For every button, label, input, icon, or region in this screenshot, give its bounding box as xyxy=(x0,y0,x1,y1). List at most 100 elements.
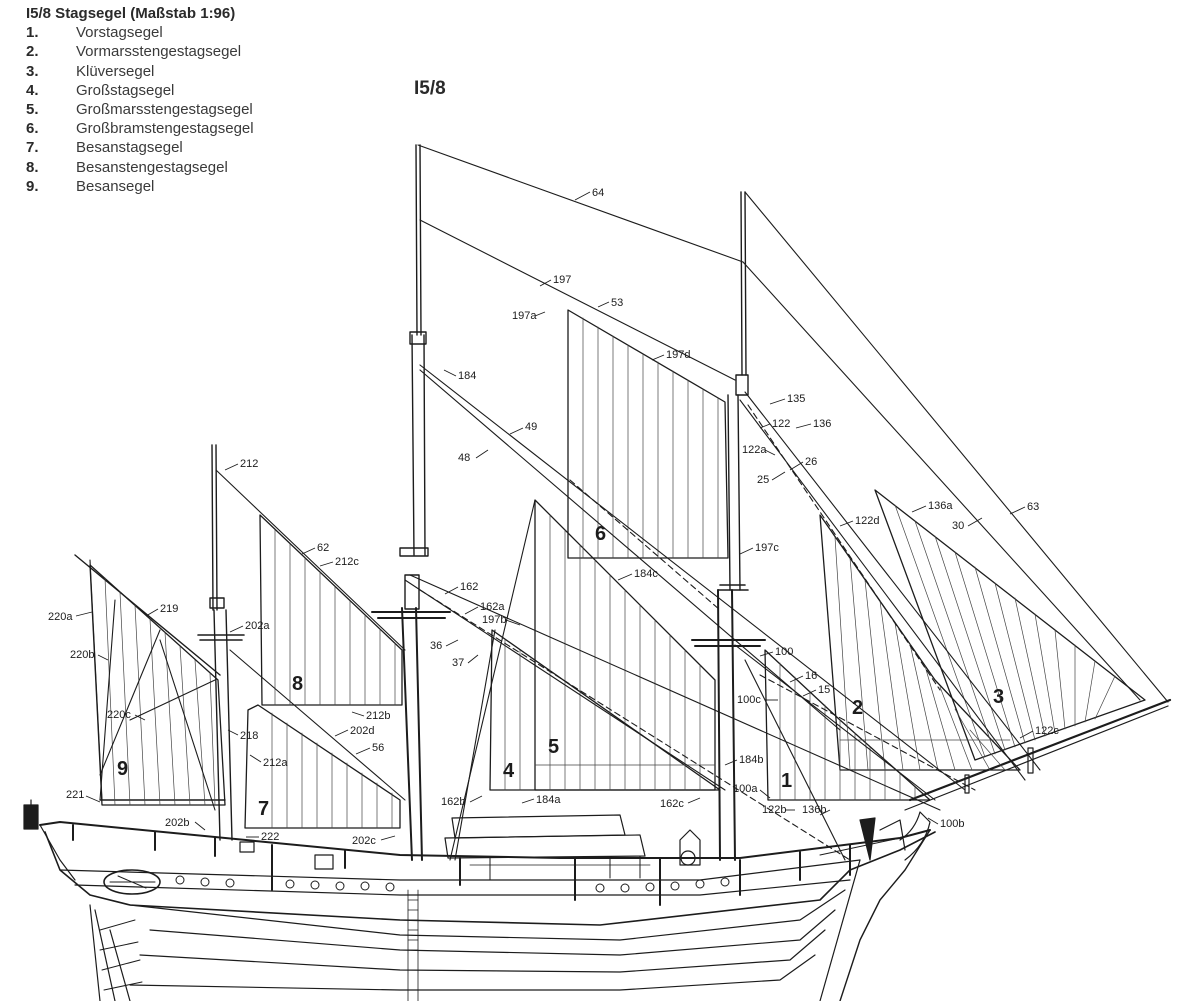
legend-item-name: Besanstengestagsegel xyxy=(76,158,228,176)
callout-label: 162 xyxy=(460,581,478,593)
callout-label: 122 xyxy=(772,418,790,430)
sail-number-2: 2 xyxy=(852,697,863,719)
callout-label: 202d xyxy=(350,725,374,737)
callout-label: 100 xyxy=(775,646,793,658)
callout-label: 220a xyxy=(48,611,73,623)
callout-label: 48 xyxy=(458,452,470,464)
sail-seams xyxy=(104,317,1116,829)
callout-label: 197a xyxy=(512,310,537,322)
callout-label: 202a xyxy=(245,620,270,632)
callout-label: 212 xyxy=(240,458,258,470)
callout-label: 26 xyxy=(805,456,817,468)
callout-label: 162a xyxy=(480,601,505,613)
callout-label: 63 xyxy=(1027,501,1039,513)
sail-number-9: 9 xyxy=(117,758,128,780)
callout-label: 202b xyxy=(165,817,189,829)
callout-label: 135 xyxy=(787,393,805,405)
callout-label: 184b xyxy=(739,754,763,766)
callout-label: 222 xyxy=(261,831,279,843)
rigging xyxy=(89,144,1169,861)
sail-3 xyxy=(874,489,1146,761)
sail-2 xyxy=(819,514,1021,771)
legend-item-number: 7. xyxy=(26,139,39,157)
legend-item: 2. Vormarsstengestagsegel xyxy=(26,42,254,61)
legend-item-number: 1. xyxy=(26,24,39,42)
callout-label: 218 xyxy=(240,730,258,742)
callout-label: 122d xyxy=(855,515,879,527)
masts xyxy=(74,144,1172,861)
legend-item-number: 6. xyxy=(26,120,39,138)
legend-item-name: Vormarsstengestagsegel xyxy=(76,43,242,61)
sail-number-3: 3 xyxy=(993,686,1004,708)
callout-label: 64 xyxy=(592,187,604,199)
legend-item: 3. Klüversegel xyxy=(26,62,254,81)
callout-label: 221 xyxy=(66,789,84,801)
legend-item: 7. Besanstagsegel xyxy=(26,138,254,157)
callout-label: 16 xyxy=(805,670,817,682)
callout-label: 122b xyxy=(762,804,786,816)
callout-label: 37 xyxy=(452,657,464,669)
callout-label: 100c xyxy=(737,694,761,706)
callout-label: 36 xyxy=(430,640,442,652)
legend-item: 8.Besanstengestagsegel xyxy=(26,158,254,177)
sail-number-1: 1 xyxy=(781,770,792,792)
legend-item: 1. Vorstagsegel xyxy=(26,23,254,42)
callout-label: 220b xyxy=(70,649,94,661)
callout-label: 53 xyxy=(611,297,623,309)
deck-boat xyxy=(444,814,651,881)
legend-item-number: 5. xyxy=(26,101,39,119)
callout-label: 100a xyxy=(733,783,758,795)
sail-8 xyxy=(259,514,403,706)
legend-item-name: Klüversegel xyxy=(76,62,155,80)
callout-label: 197b xyxy=(482,614,506,626)
sail-numbers: 1 2 3 4 5 6 7 8 9 xyxy=(117,523,1004,820)
legend-item-number: 9. xyxy=(26,177,39,195)
deck-details xyxy=(239,747,1034,870)
callout-label: 212b xyxy=(366,710,390,722)
callout-label: 202c xyxy=(352,835,376,847)
plate-id: I5/8 xyxy=(414,78,446,99)
sail-1 xyxy=(764,649,931,801)
callout-labels: 64 197 197a 53 197d 184 49 48 135 136 12… xyxy=(48,187,1059,847)
callout-label: 219 xyxy=(160,603,178,615)
callout-label: 184a xyxy=(536,794,561,806)
callout-label: 15 xyxy=(818,684,830,696)
callout-label: 162b xyxy=(441,796,465,808)
callout-label: 197 xyxy=(553,274,571,286)
callout-label: 212a xyxy=(263,757,288,769)
callout-label: 100b xyxy=(940,818,964,830)
callout-label: 197d xyxy=(666,349,690,361)
sail-number-7: 7 xyxy=(258,798,269,820)
sail-number-8: 8 xyxy=(292,673,303,695)
legend: I5/8 Stagsegel (Maßstab 1:96) 1. Vorstags… xyxy=(26,4,254,196)
legend-title: I5/8 Stagsegel (Maßstab 1:96) xyxy=(26,5,236,22)
legend-item-name: Großmarsstengestagsegel xyxy=(76,101,253,119)
callout-label: 162c xyxy=(660,798,684,810)
callout-label: 136a xyxy=(928,500,953,512)
callout-label: 212c xyxy=(335,556,359,568)
legend-item-number: 2. xyxy=(26,43,39,61)
callout-label: 25 xyxy=(757,474,769,486)
callout-label: 184 xyxy=(458,370,476,382)
legend-item-number: 3. xyxy=(26,62,39,80)
sail-number-6: 6 xyxy=(595,523,606,545)
legend-item: 4.Großstagsegel xyxy=(26,81,254,100)
sail-number-5: 5 xyxy=(548,736,559,758)
callout-label: 220c xyxy=(107,709,131,721)
callout-label: 197c xyxy=(755,542,779,554)
callout-label: 122c xyxy=(1035,725,1059,737)
callout-label: 122a xyxy=(742,444,767,456)
callout-leaders xyxy=(75,191,1034,841)
legend-item-name: Besanstagsegel xyxy=(76,139,183,157)
legend-item: 9.Besansegel xyxy=(26,177,254,196)
sail-4 xyxy=(489,629,721,791)
sail-6 xyxy=(567,309,729,559)
callout-label: 62 xyxy=(317,542,329,554)
legend-item-name: Vorstagsegel xyxy=(76,24,163,42)
sail-7 xyxy=(244,704,401,829)
legend-item: 5. Großmarsstengestagsegel xyxy=(26,100,254,119)
callout-label: 136b xyxy=(802,804,826,816)
hull xyxy=(23,799,936,1001)
callout-label: 56 xyxy=(372,742,384,754)
